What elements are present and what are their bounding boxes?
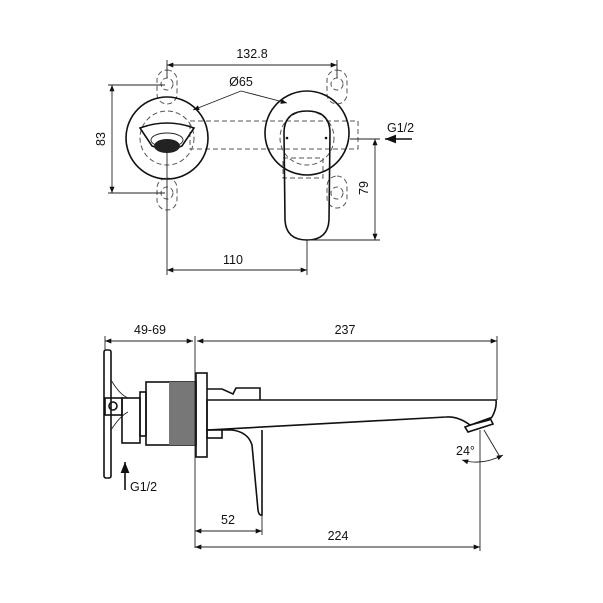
connection-nut — [104, 397, 123, 416]
lever — [222, 429, 263, 516]
aerator — [463, 417, 495, 433]
dim-angle: 24° — [456, 444, 475, 458]
side-view: 24° 49-69 237 G1/2 52 224 — [103, 323, 504, 551]
dim-diameter: Ø65 — [229, 75, 253, 89]
inlet-label-top: G1/2 — [387, 121, 414, 135]
spout — [206, 399, 497, 431]
dim-width: 132.8 — [236, 47, 267, 61]
front-view: 132.8 Ø65 83 79 G1/2 110 — [94, 47, 414, 275]
dim-spacing: 110 — [223, 253, 243, 267]
dim-height: 83 — [94, 132, 108, 146]
mixer-handle — [283, 110, 331, 241]
wall-plate — [103, 349, 112, 479]
flange — [195, 372, 208, 458]
handle-rosette — [264, 90, 350, 176]
dim-lever: 52 — [221, 513, 235, 527]
dim-projection: 237 — [335, 323, 356, 337]
dim-wall-depth: 49-69 — [134, 323, 166, 337]
dim-handle-height: 79 — [357, 181, 371, 195]
thread — [169, 382, 195, 445]
hidden-body — [189, 120, 359, 150]
inlet-label-side: G1/2 — [130, 480, 157, 494]
dim-outlet: 224 — [328, 529, 349, 543]
mount-slot — [326, 175, 348, 209]
